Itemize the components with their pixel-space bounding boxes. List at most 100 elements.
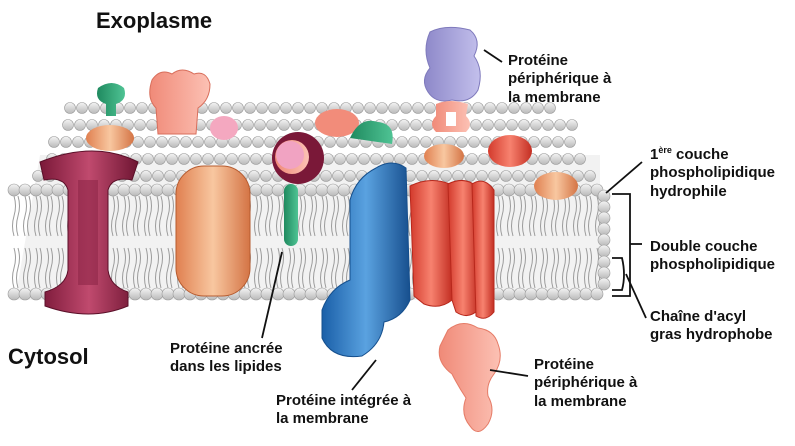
lipid-head	[73, 137, 84, 148]
layer-top-line-2: phospholipidique	[650, 164, 775, 182]
cytosol-label: Cytosol	[8, 344, 89, 371]
lipid-head	[165, 171, 176, 182]
lipid-head	[425, 103, 436, 114]
lipid-head	[477, 171, 488, 182]
lipid-head	[251, 154, 262, 165]
peripheral-top-label: Protéine périphérique à la membrane	[508, 52, 611, 107]
lipid-head	[338, 184, 350, 196]
layer-top-sup: ère	[658, 145, 672, 155]
peripheral-bottom-label: Protéine périphérique à la membrane	[534, 356, 637, 411]
lipid-head	[399, 120, 410, 131]
lipid-head	[457, 137, 468, 148]
lipid-head	[77, 103, 88, 114]
lipid-head	[253, 137, 264, 148]
lipid-head	[598, 278, 610, 290]
lipid-head	[162, 184, 174, 196]
integral-protein-red	[410, 180, 494, 318]
lipid-head	[413, 103, 424, 114]
lipid-head	[321, 171, 332, 182]
peripheral-bottom-line-3: la membrane	[534, 393, 637, 411]
layer-top-rest: couche	[672, 146, 729, 163]
anchored-protein-label: Protéine ancrée dans les lipides	[170, 340, 283, 377]
lipid-head	[65, 103, 76, 114]
lipid-head	[135, 120, 146, 131]
peripheral-bottom-line-1: Protéine	[534, 356, 637, 374]
lipid-head	[269, 103, 280, 114]
lipid-head	[250, 184, 262, 196]
lipid-head	[63, 120, 74, 131]
lipid-tail	[13, 196, 16, 236]
double-layer-line-2: phospholipidique	[650, 256, 775, 274]
double-layer-line-1: Double couche	[650, 238, 775, 256]
lipid-head	[30, 288, 42, 300]
lipid-head	[553, 137, 564, 148]
lipid-head	[513, 171, 524, 182]
layer-top-label: 1ère couche phospholipidique hydrophile	[650, 146, 775, 201]
peripheral-protein-bottom	[439, 323, 500, 431]
lipid-head	[591, 288, 603, 300]
lipid-head	[281, 103, 292, 114]
lipid-head	[421, 137, 432, 148]
lipid-head	[19, 184, 31, 196]
lipid-head	[417, 171, 428, 182]
lipid-head	[221, 103, 232, 114]
lipid-head	[265, 137, 276, 148]
lipid-head	[325, 137, 336, 148]
lipid-head	[125, 103, 136, 114]
double-layer-label: Double couche phospholipidique	[650, 238, 775, 275]
lipid-head	[441, 171, 452, 182]
lipid-head	[8, 184, 20, 196]
lipid-head	[598, 256, 610, 268]
lipid-head	[227, 154, 238, 165]
lipid-head	[469, 137, 480, 148]
lipid-head	[453, 171, 464, 182]
lipid-head	[598, 245, 610, 257]
lipid-head	[598, 267, 610, 279]
lipid-head	[495, 120, 506, 131]
leader-peripheral-bottom	[490, 370, 528, 376]
lipid-head	[411, 120, 422, 131]
lipid-head	[598, 212, 610, 224]
leader-integral	[352, 360, 376, 390]
lipid-head	[519, 120, 530, 131]
lipid-head	[129, 288, 141, 300]
lipid-head	[323, 154, 334, 165]
leader-layer-top	[606, 162, 642, 193]
lipid-head	[347, 154, 358, 165]
lipid-head	[52, 184, 64, 196]
lipid-head	[49, 137, 60, 148]
lipid-head	[129, 184, 141, 196]
lipid-head	[547, 288, 559, 300]
lipid-head	[239, 288, 251, 300]
lipid-head	[233, 103, 244, 114]
lipid-head	[173, 288, 185, 300]
lipid-head	[423, 120, 434, 131]
acyl-chain-line-2: gras hydrophobe	[650, 326, 773, 344]
lipid-head	[585, 171, 596, 182]
lipid-head	[272, 184, 284, 196]
integral-line-2: la membrane	[276, 410, 411, 428]
lipid-head	[193, 137, 204, 148]
lipid-head	[153, 171, 164, 182]
peripheral-bottom-line-2: périphérique à	[534, 374, 637, 392]
lipid-head	[567, 120, 578, 131]
lipid-head	[507, 120, 518, 131]
lipid-head	[245, 103, 256, 114]
lipid-head	[305, 184, 317, 196]
lipid-head	[525, 171, 536, 182]
integral-protein-label: Protéine intégrée à la membrane	[276, 392, 411, 429]
peripheral-top-line-3: la membrane	[508, 89, 611, 107]
lipid-head	[335, 154, 346, 165]
lipid-head	[575, 154, 586, 165]
lipid-head	[345, 171, 356, 182]
lipid-head	[598, 223, 610, 235]
lipid-tail	[24, 196, 27, 236]
lipid-head	[239, 154, 250, 165]
lipid-head	[140, 184, 152, 196]
lipid-head	[179, 154, 190, 165]
lipid-head	[316, 184, 328, 196]
lipid-head	[137, 103, 148, 114]
lipid-tail	[17, 196, 20, 236]
lipid-head	[257, 103, 268, 114]
small-orange-protein	[86, 125, 134, 151]
